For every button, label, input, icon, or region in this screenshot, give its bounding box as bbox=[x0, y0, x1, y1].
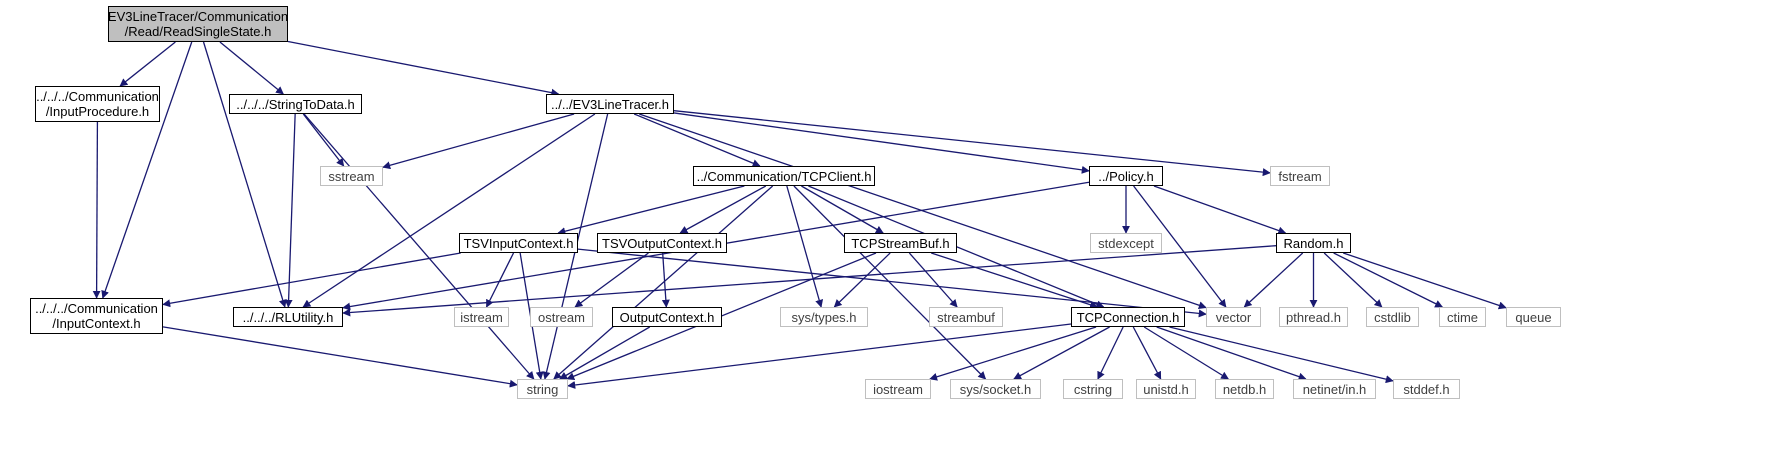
edge-tsvoutputcontext-to-ostream bbox=[574, 252, 649, 308]
node-sstream[interactable]: sstream bbox=[320, 166, 383, 186]
node-stdexcept[interactable]: stdexcept bbox=[1090, 233, 1162, 253]
edge-inputprocedure-to-inputcontext bbox=[92, 121, 101, 299]
node-ostream[interactable]: ostream bbox=[530, 307, 593, 327]
edge-readsinglestate-to-ev3linetracer bbox=[287, 40, 560, 97]
node-cstdlib[interactable]: cstdlib bbox=[1366, 307, 1419, 327]
node-fstream[interactable]: fstream bbox=[1270, 166, 1330, 186]
edge-readsinglestate-to-stringtodata bbox=[219, 41, 284, 95]
edge-tsvinputcontext-to-inputcontext bbox=[162, 252, 461, 308]
edge-tcpstreambuf-to-tcpconnection bbox=[931, 252, 1099, 309]
node-label-line2: /InputProcedure.h bbox=[45, 104, 150, 119]
edge-random-to-vector bbox=[1243, 252, 1304, 308]
node-unistd-h[interactable]: unistd.h bbox=[1136, 379, 1196, 399]
edge-policy-to-vector bbox=[1133, 185, 1227, 308]
edge-outputcontext-to-string bbox=[559, 326, 651, 380]
edge-stringtodata-to-string bbox=[303, 113, 535, 380]
edge-ev3linetracer-to-fstream bbox=[673, 110, 1271, 177]
node-streambuf[interactable]: streambuf bbox=[929, 307, 1003, 327]
node-tsvinputcontext-h[interactable]: TSVInputContext.h bbox=[459, 233, 578, 253]
edge-tcpstreambuf-to-streambuf bbox=[908, 252, 958, 308]
edge-random-to-rlutility bbox=[342, 245, 1277, 317]
edge-tcpconnection-to-string bbox=[567, 323, 1072, 389]
edge-tcpconnection-to-stddef bbox=[1169, 326, 1394, 384]
node-netinet-in-h[interactable]: netinet/in.h bbox=[1293, 379, 1376, 399]
node-tcpclient-h[interactable]: ../Communication/TCPClient.h bbox=[693, 166, 875, 186]
node-stddef-h[interactable]: stddef.h bbox=[1393, 379, 1460, 399]
node-label-line1: ../../../Communication bbox=[35, 301, 158, 316]
edge-ev3linetracer-to-tcpclient bbox=[633, 113, 761, 167]
edge-stringtodata-to-sstream bbox=[302, 113, 345, 167]
node-label-line2: /Read/ReadSingleState.h bbox=[124, 24, 272, 39]
edge-tcpclient-to-tsvoutputcontext bbox=[679, 185, 767, 234]
node-vector[interactable]: vector bbox=[1206, 307, 1261, 327]
edge-tsvoutputcontext-to-outputcontext bbox=[661, 252, 670, 308]
edge-tsvinputcontext-to-vector bbox=[577, 248, 1207, 318]
node-queue[interactable]: queue bbox=[1506, 307, 1561, 327]
node-pthread-h[interactable]: pthread.h bbox=[1279, 307, 1348, 327]
edge-tcpconnection-to-iostream bbox=[929, 326, 1097, 381]
edge-tcpconnection-to-netinetin bbox=[1156, 326, 1307, 381]
node-label-line2: /InputContext.h bbox=[52, 316, 141, 331]
node-inputprocedure-h[interactable]: ../../../Communication /InputProcedure.h bbox=[35, 86, 160, 122]
node-outputcontext-h[interactable]: OutputContext.h bbox=[612, 307, 722, 327]
edge-tcpclient-to-tcpstreambuf bbox=[801, 185, 884, 234]
edge-tcpconnection-to-netdb bbox=[1143, 326, 1229, 380]
edge-stringtodata-to-rlutility bbox=[284, 113, 296, 308]
edge-policy-to-random bbox=[1153, 185, 1287, 235]
node-policy-h[interactable]: ../Policy.h bbox=[1089, 166, 1163, 186]
edge-random-to-cstdlib bbox=[1323, 252, 1383, 308]
node-tcpconnection-h[interactable]: TCPConnection.h bbox=[1071, 307, 1185, 327]
edge-ev3linetracer-to-policy bbox=[673, 112, 1090, 174]
edge-random-to-queue bbox=[1343, 252, 1507, 310]
node-sys-socket-h[interactable]: sys/socket.h bbox=[950, 379, 1041, 399]
node-readsinglestate-h: EV3LineTracer/Communication /Read/ReadSi… bbox=[108, 6, 288, 42]
node-string[interactable]: string bbox=[517, 379, 568, 399]
node-ctime[interactable]: ctime bbox=[1439, 307, 1486, 327]
node-netdb-h[interactable]: netdb.h bbox=[1215, 379, 1274, 399]
edge-tcpclient-to-tsvinputcontext bbox=[557, 185, 745, 236]
edge-inputcontext-to-string bbox=[162, 326, 518, 388]
edge-tcpconnection-to-cstring bbox=[1097, 326, 1124, 380]
edge-readsinglestate-to-rlutility bbox=[202, 41, 287, 308]
edge-tcpclient-to-string bbox=[553, 185, 774, 380]
edge-tcpconnection-to-syssocket bbox=[1013, 326, 1110, 380]
node-iostream[interactable]: iostream bbox=[865, 379, 931, 399]
edge-ev3linetracer-to-sstream bbox=[382, 113, 575, 170]
node-tsvoutputcontext-h[interactable]: TSVOutputContext.h bbox=[597, 233, 727, 253]
edge-ev3linetracer-to-rlutility bbox=[302, 113, 596, 308]
edge-readsinglestate-to-inputprocedure bbox=[119, 41, 176, 87]
node-stringtodata-h[interactable]: ../../../StringToData.h bbox=[229, 94, 362, 114]
node-tcpstreambuf-h[interactable]: TCPStreamBuf.h bbox=[844, 233, 957, 253]
node-ev3linetracer-h[interactable]: ../../EV3LineTracer.h bbox=[546, 94, 674, 114]
edge-tcpstreambuf-to-systypes bbox=[833, 252, 891, 308]
node-sys-types-h[interactable]: sys/types.h bbox=[780, 307, 868, 327]
edge-readsinglestate-to-inputcontext bbox=[101, 41, 193, 299]
node-label-line1: EV3LineTracer/Communication bbox=[107, 9, 289, 24]
node-random-h[interactable]: Random.h bbox=[1276, 233, 1351, 253]
edge-tcpconnection-to-unistd bbox=[1132, 326, 1162, 380]
edge-tcpclient-to-systypes bbox=[786, 185, 824, 308]
node-label-line1: ../../../Communication bbox=[36, 89, 159, 104]
edge-tcpclient-to-syssocket bbox=[793, 185, 987, 380]
node-cstring[interactable]: cstring bbox=[1063, 379, 1123, 399]
node-istream[interactable]: istream bbox=[454, 307, 509, 327]
edge-tsvinputcontext-to-istream bbox=[485, 252, 515, 308]
edge-random-to-ctime bbox=[1333, 252, 1444, 308]
node-inputcontext-h[interactable]: ../../../Communication /InputContext.h bbox=[30, 298, 163, 334]
node-rlutility-h[interactable]: ../../../RLUtility.h bbox=[233, 307, 343, 327]
